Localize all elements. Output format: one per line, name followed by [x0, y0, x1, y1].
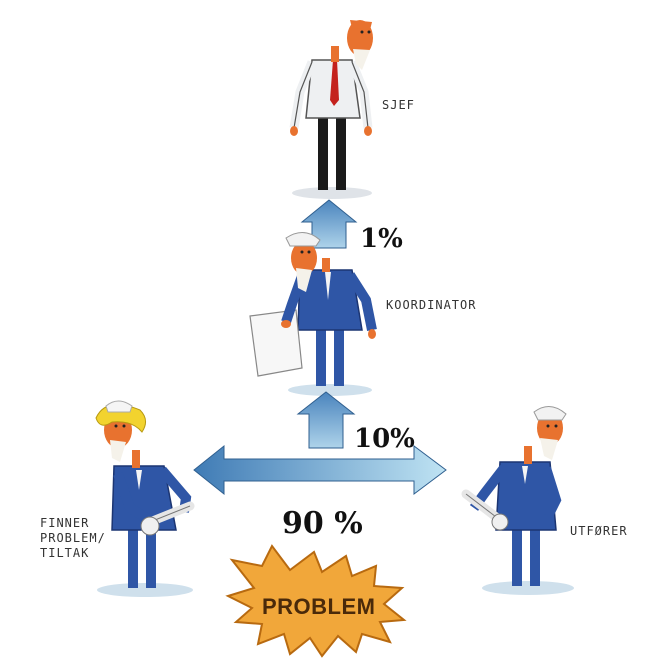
- arrow-up-to-chief: [300, 199, 358, 249]
- arrow-horizontal-double: [193, 444, 447, 496]
- executor-figure: [461, 406, 574, 595]
- coordinator-figure: [249, 232, 377, 396]
- percent-horizontal: 90 %: [282, 506, 363, 541]
- coordinator-label: KOORDINATOR: [386, 298, 477, 312]
- percent-to-chief: 1%: [360, 224, 403, 254]
- chief-figure: [289, 20, 373, 199]
- problem-burst: [225, 544, 407, 658]
- executor-label: UTFØRER: [570, 524, 628, 538]
- percent-to-coordinator: 10%: [354, 424, 415, 454]
- finder-label: FINNER PROBLEM/ TILTAK: [40, 516, 106, 560]
- finder-figure: [95, 400, 195, 597]
- problem-label: PROBLEM: [262, 594, 376, 619]
- arrow-up-to-coordinator: [296, 391, 356, 449]
- chief-label: SJEF: [382, 98, 415, 112]
